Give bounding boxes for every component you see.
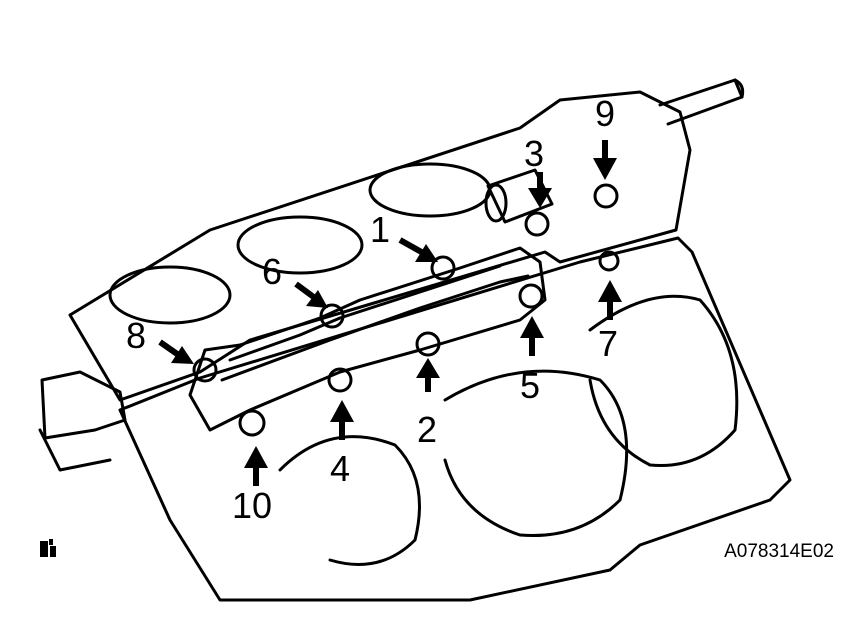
bolt-1 xyxy=(430,255,456,281)
bolt-5 xyxy=(518,283,544,309)
manifold-flange xyxy=(188,246,547,432)
callout-9: 9 xyxy=(595,93,616,134)
cylinder-bore xyxy=(588,294,739,468)
callout-7: 7 xyxy=(598,323,619,364)
cylinder-bore xyxy=(443,369,629,538)
callout-4: 4 xyxy=(330,448,351,489)
bolt-markers xyxy=(192,183,620,437)
bolt-4 xyxy=(327,367,353,393)
intake-port xyxy=(236,215,364,275)
bolt-7 xyxy=(598,250,620,272)
callout-5: 5 xyxy=(520,365,541,406)
camshaft xyxy=(658,78,744,126)
intake-port xyxy=(108,265,232,325)
figure-code: A078314E02 xyxy=(724,541,834,562)
callout-1: 1 xyxy=(370,209,391,250)
cylinder-head-outline xyxy=(68,90,692,402)
callout-6: 6 xyxy=(262,251,283,292)
engine-block-face xyxy=(118,236,792,602)
bolt-3 xyxy=(524,211,550,237)
bolt-10 xyxy=(238,409,266,437)
arrow-8 xyxy=(158,339,182,359)
cylinder-bore xyxy=(278,435,421,566)
callout-10: 10 xyxy=(232,485,273,526)
bolt-2 xyxy=(415,331,441,357)
bolt-8 xyxy=(192,357,218,383)
arrow-6 xyxy=(294,281,317,301)
bolt-9 xyxy=(593,183,619,209)
callout-8: 8 xyxy=(126,315,147,356)
arrow-1 xyxy=(398,237,427,257)
torque-wrench-icon xyxy=(40,539,56,557)
bolt-6 xyxy=(319,303,345,329)
callout-3: 3 xyxy=(524,133,545,174)
port-pipe xyxy=(486,168,554,224)
callout-2: 2 xyxy=(417,409,438,450)
side-bracket xyxy=(40,370,127,440)
